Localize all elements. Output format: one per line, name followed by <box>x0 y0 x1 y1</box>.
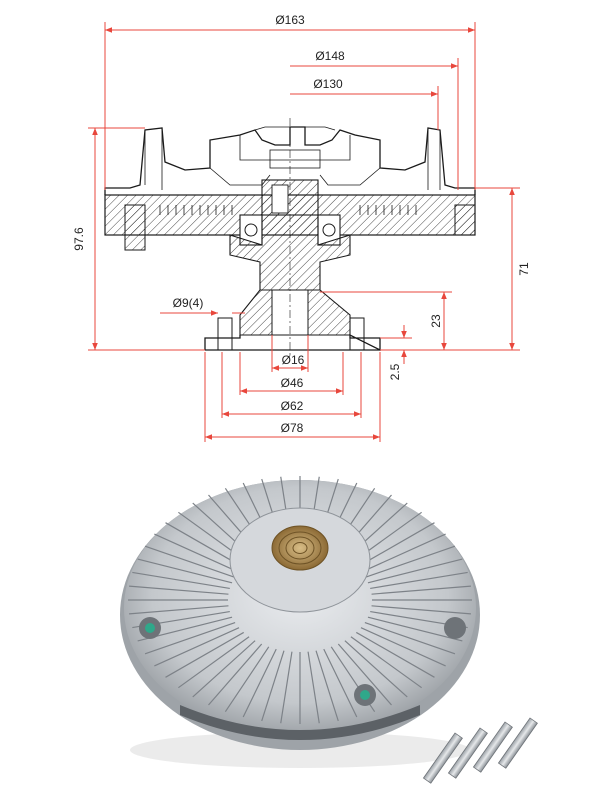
fin <box>360 533 446 573</box>
dim-label-h2-5: 2.5 <box>388 363 402 380</box>
fin <box>178 636 250 689</box>
fin <box>144 621 236 655</box>
mounting-studs-icon <box>422 717 538 784</box>
fin <box>315 650 339 722</box>
dim-label-h23: 23 <box>429 314 443 328</box>
fin <box>224 646 270 713</box>
dim-label-d62: Ø62 <box>281 399 304 413</box>
fin <box>280 651 293 724</box>
dim-label-d130: Ø130 <box>313 77 343 91</box>
fin <box>355 631 435 678</box>
technical-drawing: Ø163 Ø148 Ø130 97.6 71 Ø9(4) 23 Ø16 Ø46 … <box>72 13 531 442</box>
fan-clutch-photo-icon <box>120 476 480 768</box>
fin <box>371 585 471 595</box>
fin <box>371 605 471 615</box>
dim-label-h97-6: 97.6 <box>72 227 86 251</box>
fin <box>137 558 233 584</box>
fin <box>154 533 240 573</box>
fin <box>261 650 285 722</box>
fin <box>367 616 463 642</box>
fin <box>367 558 463 584</box>
dim-label-d163: Ø163 <box>275 13 305 27</box>
dim-label-d148: Ø148 <box>315 49 345 63</box>
dim-label-d9-4: Ø9(4) <box>173 296 204 310</box>
dim-label-d46: Ø46 <box>281 376 304 390</box>
fin <box>307 651 320 724</box>
fin <box>144 545 236 579</box>
fin <box>323 648 358 718</box>
fin <box>192 640 256 698</box>
fin <box>129 605 229 615</box>
fin <box>370 571 468 590</box>
fin <box>208 643 263 706</box>
fin <box>165 631 245 678</box>
dim-label-d16: Ø16 <box>282 353 305 367</box>
fin <box>132 571 230 590</box>
fin <box>129 585 229 595</box>
fin <box>360 627 446 667</box>
fin <box>337 643 392 706</box>
fan-clutch-cross-section-icon <box>104 118 476 355</box>
fin <box>364 621 456 655</box>
dim-label-h71: 71 <box>517 262 531 276</box>
product-photo <box>120 476 538 784</box>
fin <box>154 627 240 667</box>
dimension-lines <box>88 22 520 442</box>
fin <box>364 545 456 579</box>
fin <box>344 640 408 698</box>
fin <box>242 648 277 718</box>
fin <box>350 636 422 689</box>
dim-label-d78: Ø78 <box>281 421 304 435</box>
